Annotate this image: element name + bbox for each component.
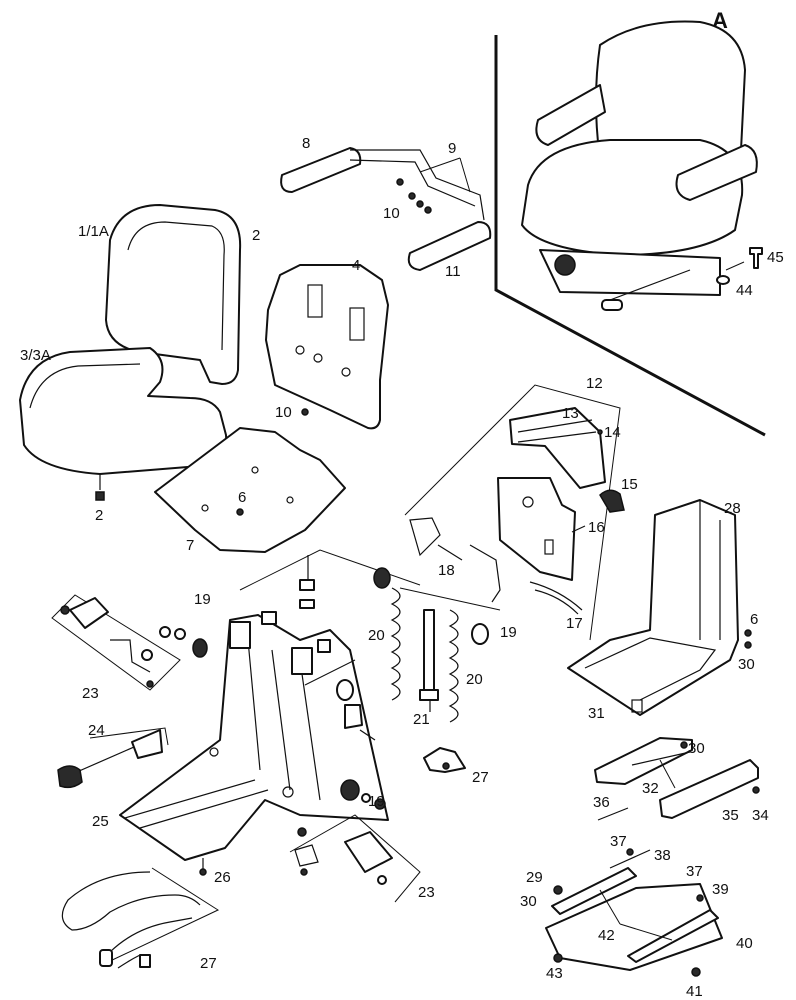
callout-21: 21	[413, 711, 430, 728]
callout-20-left: 20	[368, 627, 385, 644]
seat-pan	[154, 427, 346, 553]
callout-11: 11	[445, 263, 461, 280]
callout-16: 16	[588, 519, 605, 536]
armrests	[280, 147, 492, 271]
callout-35: 35	[722, 807, 739, 824]
backrest-cushion	[105, 204, 242, 385]
callout-30-rail: 30	[688, 740, 705, 757]
height-handle-right	[289, 814, 421, 903]
callout-39: 39	[712, 881, 729, 898]
base-bracket	[567, 499, 752, 716]
callout-10-frame: 10	[275, 404, 292, 421]
callout-37-upper: 37	[610, 833, 627, 850]
callout-14: 14	[604, 424, 621, 441]
callout-13: 13	[562, 405, 579, 422]
callout-26: 26	[214, 869, 231, 886]
slide-rails	[594, 737, 760, 819]
slide-assembly-group	[404, 384, 625, 641]
callout-43: 43	[546, 965, 563, 982]
callout-6-base: 6	[750, 611, 758, 628]
callout-24: 24	[88, 722, 105, 739]
callout-25: 25	[92, 813, 109, 830]
callout-38: 38	[654, 847, 671, 864]
callout-30-plate: 30	[520, 893, 537, 910]
callout-27-cable: 27	[200, 955, 217, 972]
callout-4: 4	[352, 257, 360, 274]
callout-37-lower: 37	[686, 863, 703, 880]
inset-frame	[494, 35, 766, 437]
callout-3-3a: 3/3A	[20, 347, 51, 364]
height-handle-left	[51, 594, 181, 691]
callout-23-right: 23	[418, 884, 435, 901]
callout-10-armrest: 10	[383, 205, 400, 222]
callout-27-bracket: 27	[472, 769, 489, 786]
callout-20-right: 20	[466, 671, 483, 688]
mounting-bracket	[423, 747, 466, 773]
adjustment-lever	[57, 727, 169, 789]
callout-15: 15	[621, 476, 638, 493]
callout-19-top: 19	[194, 591, 211, 608]
callout-8: 8	[302, 135, 310, 152]
base-plate	[545, 807, 723, 977]
callout-19-bottom: 19	[368, 793, 385, 810]
seat-cushion	[19, 347, 228, 501]
callout-7: 7	[186, 537, 194, 554]
callout-31: 31	[588, 705, 605, 722]
backrest-frame	[265, 264, 389, 430]
callout-40: 40	[736, 935, 753, 952]
callout-28: 28	[724, 500, 741, 517]
callout-12: 12	[586, 375, 603, 392]
release-cable	[61, 867, 220, 969]
callout-19-spring: 19	[500, 624, 517, 641]
callout-45: 45	[767, 249, 784, 266]
springs-dampers	[373, 567, 501, 723]
callout-2-backrest: 2	[252, 227, 260, 244]
callout-17: 17	[566, 615, 583, 632]
suspension-frame	[119, 549, 421, 876]
callout-41: 41	[686, 983, 703, 1000]
callout-30-base: 30	[738, 656, 755, 673]
callout-6-pan: 6	[238, 489, 246, 506]
callout-36: 36	[593, 794, 610, 811]
assembled-seat	[521, 20, 763, 311]
callout-1-1a: 1/1A	[78, 223, 109, 240]
callout-44: 44	[736, 282, 753, 299]
callout-2-seat: 2	[95, 507, 103, 524]
callout-29: 29	[526, 869, 543, 886]
callout-18: 18	[438, 562, 455, 579]
roller-hardware	[159, 555, 386, 810]
callout-34: 34	[752, 807, 769, 824]
callout-23-left: 23	[82, 685, 99, 702]
callout-9: 9	[448, 140, 456, 157]
callout-32: 32	[642, 780, 659, 797]
callout-42: 42	[598, 927, 615, 944]
